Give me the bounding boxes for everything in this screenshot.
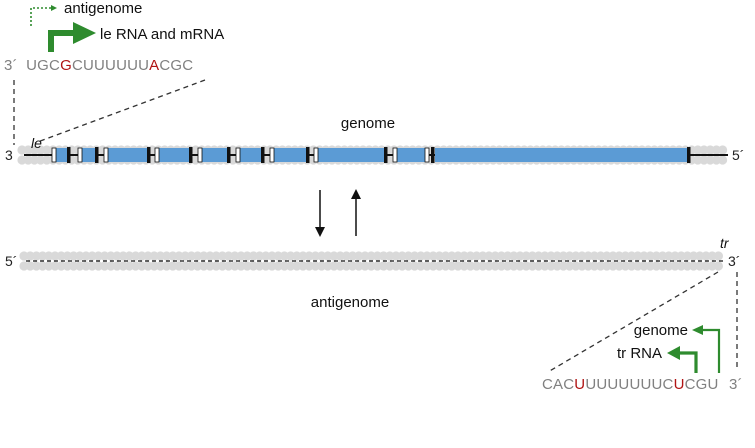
antigenome-nucleoprotein-beads xyxy=(19,251,724,271)
genome-le-label: le xyxy=(31,135,42,151)
gene-start-signal xyxy=(424,147,430,163)
nucleoprotein-bead xyxy=(718,145,728,155)
leader-seq-part-3: A xyxy=(149,57,159,74)
mrna-thick-arrow-icon xyxy=(48,30,75,52)
gene-end-signal xyxy=(431,147,435,163)
leader-panel: antigenome le RNA and mRNA 3´ UGCGCUUUUU… xyxy=(4,0,224,145)
nucleoprotein-bead xyxy=(713,261,724,271)
trailer-seq-part-4: CGU xyxy=(685,376,719,393)
gene-start-signal xyxy=(269,147,275,163)
conversion-arrows xyxy=(315,189,361,237)
gene-end-signal xyxy=(95,147,99,163)
antigenome-label: antigenome xyxy=(311,294,389,311)
antigenome-end-left: 5´ xyxy=(5,253,17,269)
leader-seq-part-0: UGC xyxy=(26,57,60,74)
gene-end-signal xyxy=(687,147,691,163)
leader-seq-part-4: CGC xyxy=(159,57,193,74)
antigenome-tr-label: tr xyxy=(720,235,730,251)
leader-mrna-label: le RNA and mRNA xyxy=(100,26,224,43)
leader-zoom-line-right xyxy=(34,79,206,144)
trailer-panel: genome tr RNA CACUUUUUUUUCUCGU 3´ xyxy=(542,271,743,393)
mrna-thick-arrowhead-icon xyxy=(73,22,96,44)
trailer-genome-label: genome xyxy=(634,322,688,339)
gene-start-signal xyxy=(313,147,319,163)
leader-prime: 3´ xyxy=(4,57,18,74)
genome-strand: 3 5´ le genome xyxy=(5,115,744,165)
trailer-trrna-label: tr RNA xyxy=(617,345,662,362)
genome-signal-marks xyxy=(51,147,691,163)
gene-end-signal xyxy=(261,147,265,163)
gene-start-signal xyxy=(51,147,57,163)
trailer-genome-arrowhead-icon xyxy=(692,325,703,335)
trailer-seq-part-2: UUUUUUUC xyxy=(585,376,673,393)
gene-end-signal xyxy=(384,147,388,163)
nucleoprotein-bead xyxy=(713,251,724,261)
gene-start-signal xyxy=(103,147,109,163)
genome-label: genome xyxy=(341,115,395,132)
trailer-prime: 3´ xyxy=(729,376,743,393)
trailer-genome-arrow-icon xyxy=(702,328,721,373)
leader-antigenome-label: antigenome xyxy=(64,0,142,17)
gene-end-signal xyxy=(189,147,193,163)
gene-block xyxy=(240,148,262,162)
gene-block xyxy=(55,148,68,162)
genome-gene-blocks xyxy=(55,148,688,162)
gene-start-signal xyxy=(235,147,241,163)
trailer-trrna-arrowhead-icon xyxy=(667,346,680,360)
gene-block xyxy=(318,148,385,162)
genome-end-right: 5´ xyxy=(732,147,744,163)
genome-end-left: 3 xyxy=(5,147,13,163)
antigenome-strand: 5´ 3´ tr antigenome xyxy=(5,235,740,311)
antigenome-dotted-arrow-icon xyxy=(30,5,57,26)
gene-block xyxy=(202,148,228,162)
trailer-seq-part-3: U xyxy=(674,376,685,393)
gene-block xyxy=(273,148,307,162)
leader-seq-part-1: G xyxy=(60,57,72,74)
gene-start-signal xyxy=(77,147,83,163)
leader-sequence: 3´ UGCGCUUUUUUACGC xyxy=(4,57,193,74)
nucleoprotein-bead xyxy=(718,155,728,165)
gene-block xyxy=(435,148,688,162)
gene-end-signal xyxy=(147,147,151,163)
gene-end-signal xyxy=(227,147,231,163)
gene-end-signal xyxy=(67,147,71,163)
antigenome-end-right: 3´ xyxy=(728,253,740,269)
leader-seq-part-2: CUUUUUU xyxy=(72,57,149,74)
gene-start-signal xyxy=(392,147,398,163)
gene-block xyxy=(80,148,96,162)
gene-start-signal xyxy=(197,147,203,163)
gene-block xyxy=(107,148,148,162)
trailer-seq-part-1: U xyxy=(574,376,585,393)
gene-start-signal xyxy=(154,147,160,163)
gene-end-signal xyxy=(306,147,310,163)
trailer-zoom-line-left xyxy=(547,271,719,373)
trailer-sequence: CACUUUUUUUUCUCGU 3´ xyxy=(542,376,743,393)
trailer-trrna-arrow-icon xyxy=(678,351,698,373)
gene-block xyxy=(158,148,190,162)
trailer-seq-part-0: CAC xyxy=(542,376,574,393)
gene-block xyxy=(396,148,425,162)
